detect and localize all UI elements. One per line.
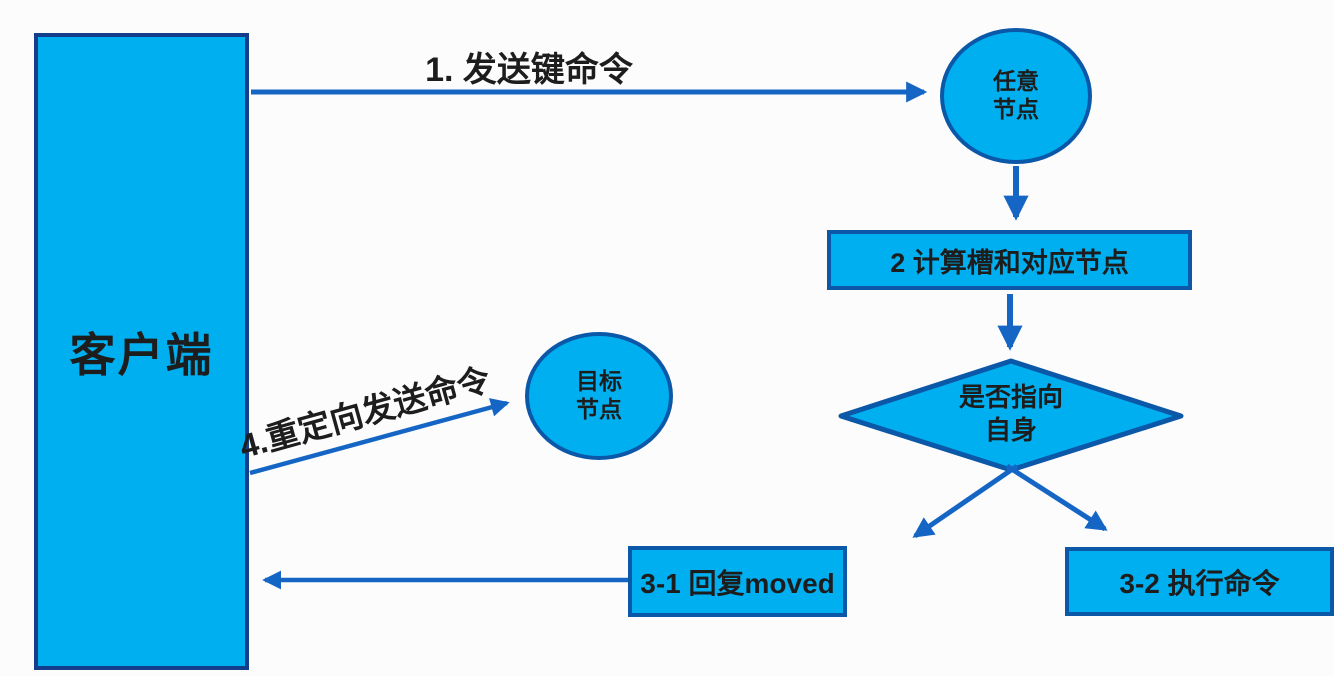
node-client: 客户端 (34, 33, 249, 670)
node-any-node-label-line1: 任意 (993, 68, 1039, 95)
edge-decision-to-reply-moved (912, 463, 1019, 539)
node-execute-command: 3-2 执行命令 (1065, 547, 1334, 616)
node-any-node: 任意 节点 (940, 28, 1092, 164)
node-client-label: 客户端 (69, 328, 214, 381)
edge-redirect-send-command (249, 398, 510, 476)
node-reply-moved-label: 3-1 回复moved (640, 567, 835, 599)
node-target-node: 目标 节点 (525, 332, 673, 460)
node-step2-label: 2 计算槽和对应节点 (890, 247, 1129, 278)
node-decision-label-line1: 是否指向 (958, 382, 1063, 412)
node-execute-command-label: 3-2 执行命令 (1119, 567, 1280, 599)
node-step2-compute-slot: 2 计算槽和对应节点 (827, 230, 1192, 290)
edge-label-send-key-command: 1. 发送键命令 (425, 51, 633, 89)
node-decision-label-line2: 自身 (984, 414, 1037, 445)
node-target-node-label-line1: 目标 (576, 368, 622, 395)
node-reply-moved: 3-1 回复moved (628, 546, 847, 617)
node-any-node-label-line2: 节点 (993, 96, 1039, 122)
node-decision: 是否指向 自身 (896, 381, 1126, 446)
node-target-node-label-line2: 节点 (576, 396, 622, 422)
edge-decision-to-execute (1005, 463, 1108, 532)
